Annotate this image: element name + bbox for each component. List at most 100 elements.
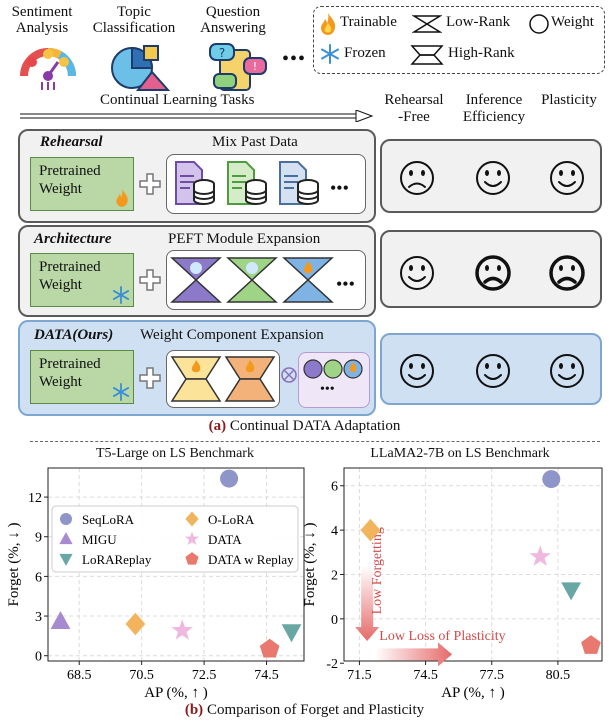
fire-icon: [116, 189, 128, 207]
continual-arrow: [20, 110, 374, 122]
criterion-plasticity: Plasticity: [541, 92, 597, 108]
x-tick-label: 74.5: [413, 668, 438, 683]
database-icon-green: [227, 161, 267, 205]
low-forgetting-label: Low Forgetting: [370, 527, 385, 614]
x-axis-label: AP (%, ↑ ): [144, 685, 208, 701]
svg-text:?: ?: [219, 46, 225, 60]
legend-entry: DATA: [208, 532, 242, 547]
panel-data-title: DATA(Ours): [34, 327, 114, 343]
criterion-inference-efficiency: Inference Efficiency: [462, 92, 526, 125]
y-tick-label: -2: [326, 657, 338, 672]
point-o-lora: [360, 518, 381, 542]
ellipsis: •••: [336, 274, 355, 294]
y-axis-label: Forget (%, ↓ ): [304, 523, 318, 607]
legend-low-rank: Low-Rank: [446, 14, 511, 30]
point-data-w-replay: [581, 635, 601, 654]
legend-box: [313, 6, 605, 74]
caption-b-text: Comparison of Forget and Plasticity: [203, 702, 425, 718]
question-answering-icon: ? !: [209, 43, 267, 91]
point-seqlora: [542, 470, 561, 489]
point-data: [171, 619, 193, 640]
plot-title-llama: LLaMA2-7B on LS Benchmark: [370, 446, 550, 461]
point-lorareplay: [561, 582, 582, 601]
pretrained-weight-2: Pretrained Weight: [30, 253, 134, 307]
x-tick-label: 72.5: [192, 668, 217, 683]
x-tick-label: 80.5: [546, 668, 571, 683]
panel-data-subtitle: Weight Component Expansion: [140, 327, 324, 343]
panel-rehearsal-subtitle: Mix Past Data: [212, 134, 298, 150]
face-sad-bold-icon: [475, 255, 511, 291]
y-axis-label: Forget (%, ↓ ): [6, 523, 22, 607]
otimes-icon: [281, 367, 297, 383]
task-label-qa: Question Answering: [200, 4, 266, 36]
high-rank-icon: [410, 45, 444, 65]
plus-icon: [139, 269, 161, 291]
face-panel-rehearsal: [380, 139, 602, 213]
y-tick-label: 4: [331, 524, 338, 539]
caption-a-tag: (a): [208, 418, 227, 434]
low-loss-plasticity-arrow: [374, 642, 453, 667]
legend-entry: DATA w Replay: [208, 552, 294, 567]
snowflake-icon: [321, 44, 339, 64]
y-tick-label: 3: [35, 610, 42, 625]
sentiment-gauge-icon: [20, 48, 77, 90]
lowrank-module-blue: [282, 257, 334, 303]
continual-learning-label: Continual Learning Tasks: [100, 92, 255, 108]
face-sad-bold-icon: [549, 255, 585, 291]
ellipsis: •••: [330, 178, 349, 198]
point-seqlora: [220, 469, 239, 488]
ellipsis: •••: [320, 382, 335, 397]
y-tick-label: 12: [28, 491, 42, 506]
y-tick-label: 0: [35, 650, 42, 665]
y-tick-label: 9: [35, 531, 42, 546]
x-tick-label: 71.5: [347, 668, 372, 683]
lowrank-module-purple: [170, 257, 222, 303]
plus-icon: [139, 173, 161, 195]
y-tick-label: 6: [331, 480, 338, 495]
face-happy-icon: [476, 161, 510, 195]
low-forgetting-arrow: [355, 565, 380, 642]
task-label-sentiment: Sentiment Analysis: [11, 4, 73, 36]
weight-circle-icon: [529, 14, 549, 34]
caption-a-text: Continual DATA Adaptation: [226, 418, 401, 434]
x-axis-label: AP (%, ↑ ): [441, 685, 505, 701]
legend-frozen: Frozen: [344, 45, 386, 61]
panel-architecture-subtitle: PEFT Module Expansion: [168, 231, 321, 247]
plot-frame: [47, 467, 305, 662]
topic-classification-icon: [111, 45, 170, 91]
y-tick-label: 6: [35, 570, 42, 585]
caption-b-tag: (b): [184, 702, 204, 718]
svg-text:!: !: [253, 60, 257, 73]
x-tick-label: 68.5: [67, 668, 92, 683]
y-tick-label: 0: [331, 613, 338, 628]
legend-trainable: Trainable: [340, 14, 397, 30]
face-happy-icon: [400, 354, 434, 388]
face-panel-data: [380, 333, 602, 405]
legend-weight: Weight: [551, 14, 594, 30]
point-lorareplay: [281, 624, 302, 643]
tasks-ellipsis: •••: [282, 48, 307, 70]
low-rank-icon: [412, 15, 442, 33]
point-migu: [50, 610, 71, 629]
point-data: [529, 545, 551, 566]
legend-entry: MIGU: [82, 532, 117, 547]
task-label-topic: Topic Classification: [92, 4, 176, 36]
low-loss-plasticity-label: Low Loss of Plasticity: [379, 629, 505, 644]
database-icon-purple: [175, 161, 215, 205]
face-sad-icon: [400, 161, 434, 195]
face-happy-icon: [400, 256, 434, 290]
snowflake-icon: [112, 383, 130, 401]
point-data-w-replay: [259, 638, 280, 658]
plus-icon: [139, 367, 161, 389]
panel-rehearsal-title: Rehearsal: [40, 134, 103, 150]
legend-entry: LoRAReplay: [82, 552, 152, 567]
highrank-module-yellow: [170, 356, 222, 402]
highrank-module-orange: [224, 356, 276, 402]
snowflake-icon: [112, 286, 130, 304]
point-o-lora: [125, 612, 146, 636]
faces-svg: [400, 161, 585, 388]
plot-frame: [343, 467, 603, 662]
